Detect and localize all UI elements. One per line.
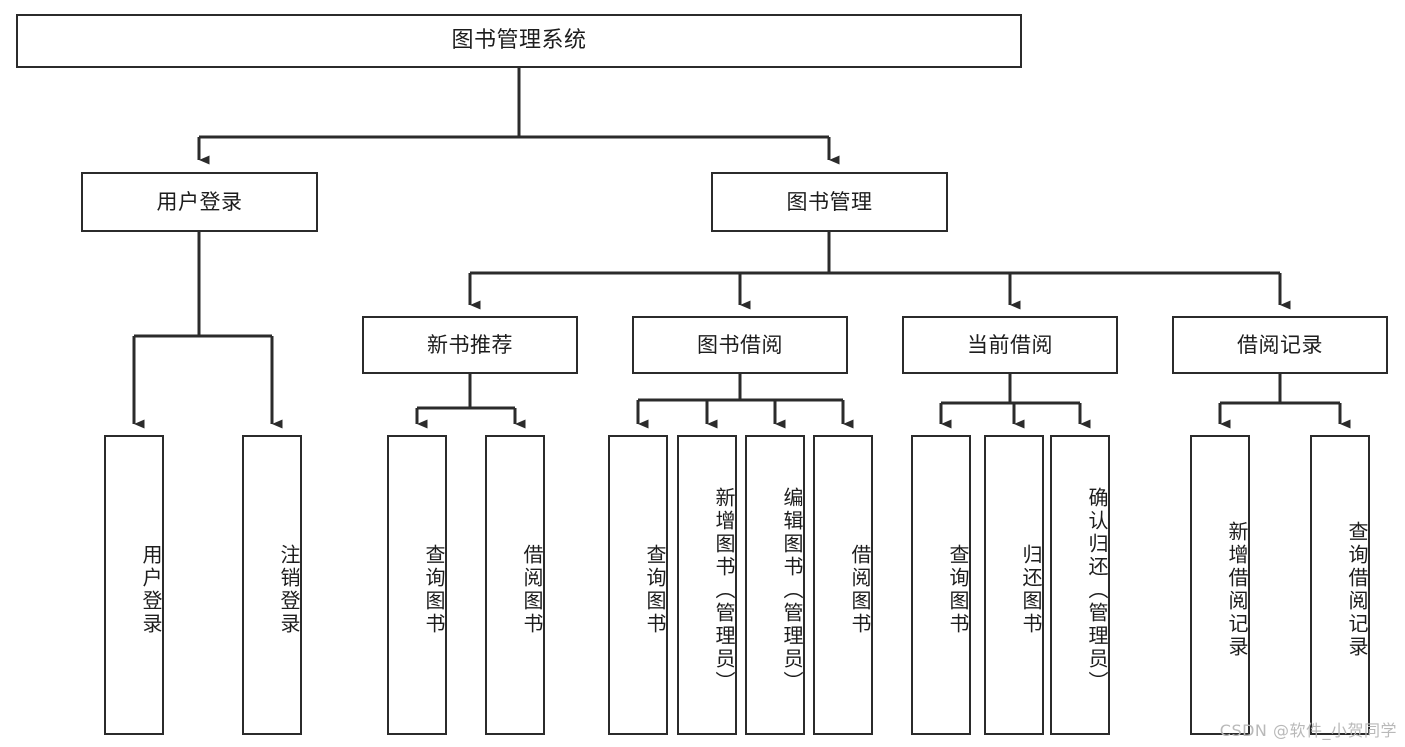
leaf-user-logout-label: 注销登录 xyxy=(277,544,301,636)
node-current-borrow[interactable]: 当前借阅 xyxy=(902,316,1118,374)
leaf-confirm-return-label: 确认归还（管理员） xyxy=(1085,486,1109,694)
leaf-borrow-book-recommend[interactable]: 借阅图书 xyxy=(485,435,545,735)
leaf-query-book-borrow-label: 查询图书 xyxy=(643,544,667,636)
node-current-borrow-label: 当前借阅 xyxy=(967,332,1053,357)
leaf-query-book-recommend-label: 查询图书 xyxy=(422,544,446,636)
leaf-return-book-label: 归还图书 xyxy=(1019,544,1043,636)
node-new-book-recommend[interactable]: 新书推荐 xyxy=(362,316,578,374)
node-user-login-label: 用户登录 xyxy=(156,189,243,214)
leaf-borrow-book-recommend-label: 借阅图书 xyxy=(520,544,544,636)
node-borrow-record-label: 借阅记录 xyxy=(1237,332,1323,357)
leaf-edit-book-label: 编辑图书（管理员） xyxy=(780,486,804,694)
node-book-borrow-label: 图书借阅 xyxy=(697,332,783,357)
leaf-query-book-borrow[interactable]: 查询图书 xyxy=(608,435,668,735)
leaf-query-book-recommend[interactable]: 查询图书 xyxy=(387,435,447,735)
leaf-user-login-label: 用户登录 xyxy=(139,544,163,636)
leaf-user-logout[interactable]: 注销登录 xyxy=(242,435,302,735)
node-user-login[interactable]: 用户登录 xyxy=(81,172,318,232)
node-root-system[interactable]: 图书管理系统 xyxy=(16,14,1022,68)
node-new-book-recommend-label: 新书推荐 xyxy=(427,332,513,357)
leaf-borrow-book-label: 借阅图书 xyxy=(848,544,872,636)
leaf-query-borrow-record-label: 查询借阅记录 xyxy=(1345,521,1369,659)
node-borrow-record[interactable]: 借阅记录 xyxy=(1172,316,1388,374)
leaf-add-book[interactable]: 新增图书（管理员） xyxy=(677,435,737,735)
node-root-label: 图书管理系统 xyxy=(451,28,587,54)
node-book-manage[interactable]: 图书管理 xyxy=(711,172,948,232)
leaf-query-book-current-label: 查询图书 xyxy=(946,544,970,636)
leaf-borrow-book[interactable]: 借阅图书 xyxy=(813,435,873,735)
leaf-user-login[interactable]: 用户登录 xyxy=(104,435,164,735)
leaf-add-borrow-record[interactable]: 新增借阅记录 xyxy=(1190,435,1250,735)
node-book-borrow[interactable]: 图书借阅 xyxy=(632,316,848,374)
node-book-manage-label: 图书管理 xyxy=(786,189,873,214)
leaf-add-book-label: 新增图书（管理员） xyxy=(712,486,736,694)
leaf-confirm-return[interactable]: 确认归还（管理员） xyxy=(1050,435,1110,735)
leaf-query-book-current[interactable]: 查询图书 xyxy=(911,435,971,735)
csdn-watermark: CSDN @软件_小贺同学 xyxy=(1219,721,1397,740)
leaf-query-borrow-record[interactable]: 查询借阅记录 xyxy=(1310,435,1370,735)
leaf-return-book[interactable]: 归还图书 xyxy=(984,435,1044,735)
leaf-add-borrow-record-label: 新增借阅记录 xyxy=(1225,521,1249,659)
leaf-edit-book[interactable]: 编辑图书（管理员） xyxy=(745,435,805,735)
